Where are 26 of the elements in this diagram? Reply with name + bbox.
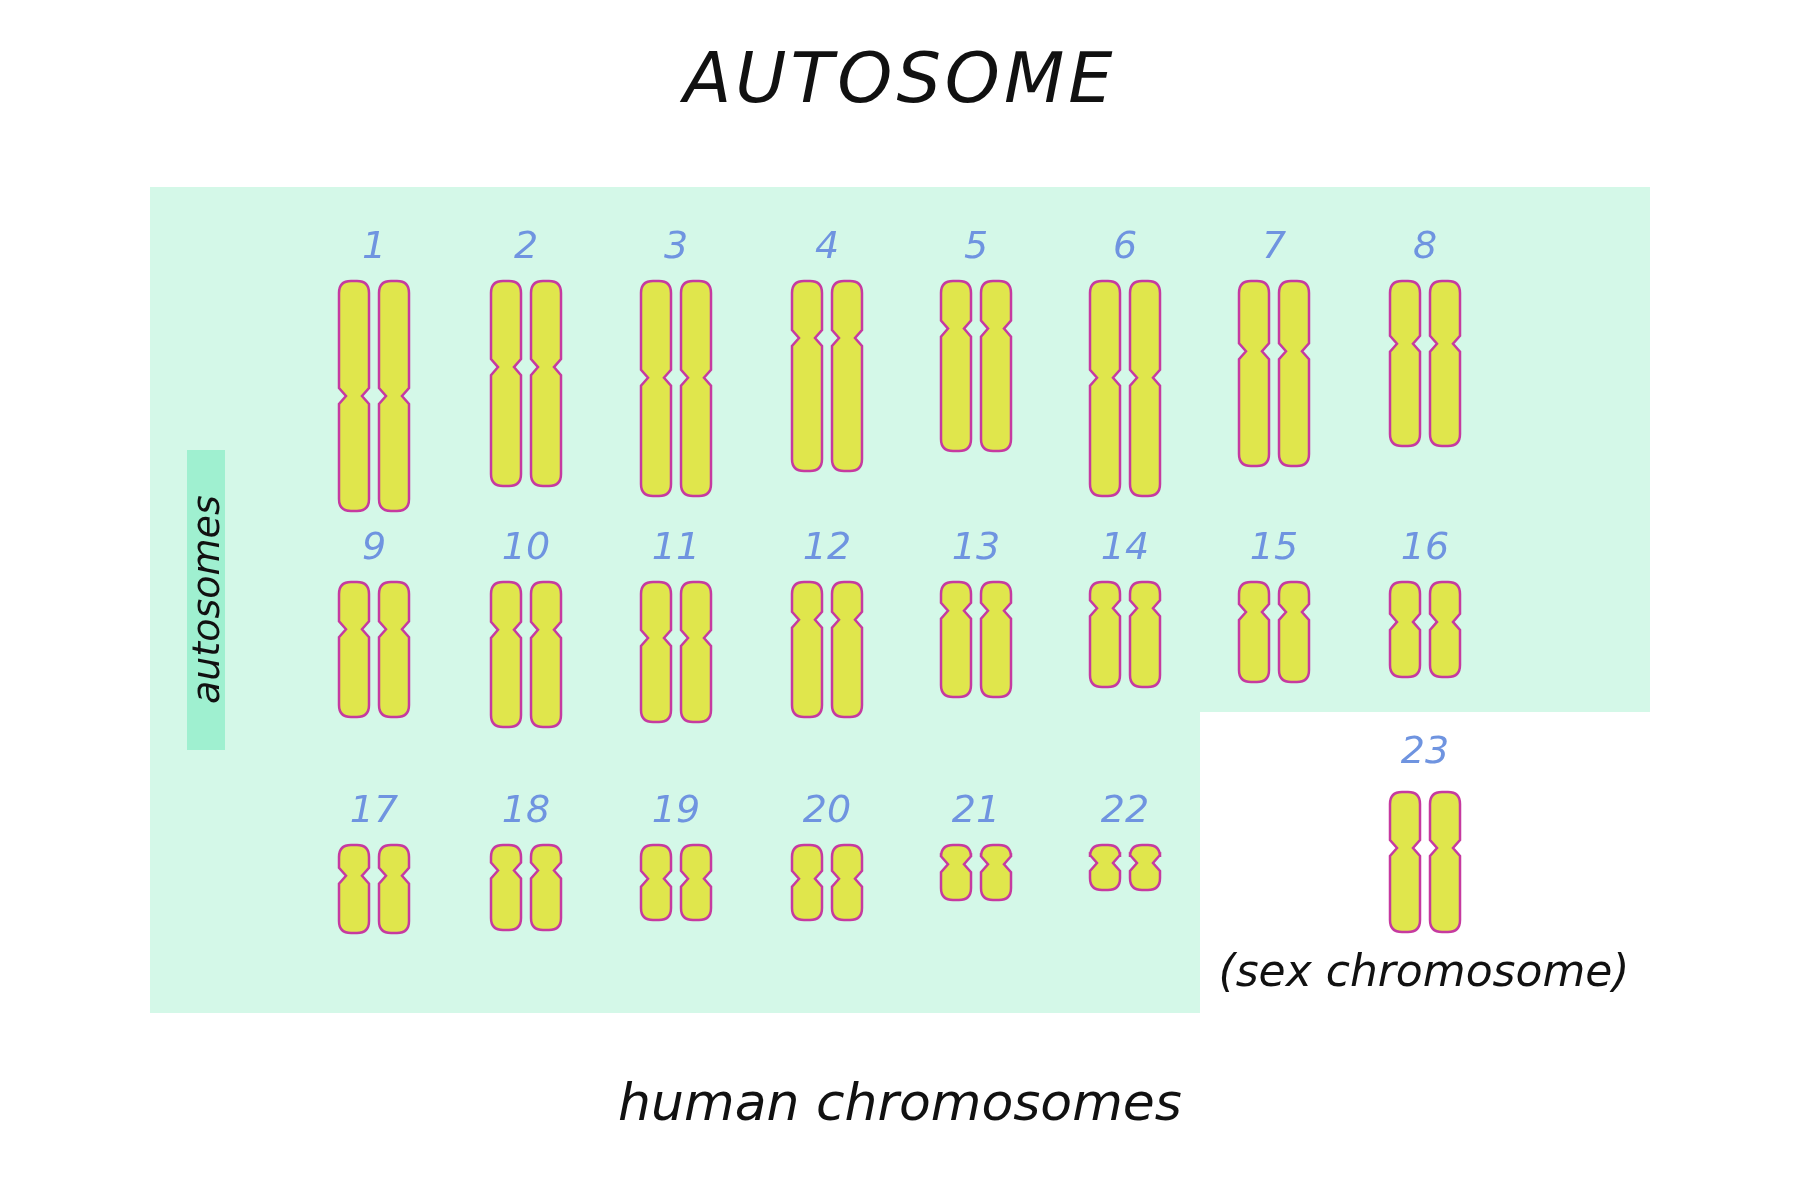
chromosome-number: 11 xyxy=(651,524,701,568)
chromosome-number: 5 xyxy=(963,223,989,267)
chromosome-number: 6 xyxy=(1112,223,1138,267)
chromosome-number: 12 xyxy=(802,524,852,568)
label-tag: autosomes xyxy=(187,450,225,750)
note-text: (sex chromosome) xyxy=(1218,944,1630,996)
chromosome-number: 23 xyxy=(1400,728,1450,772)
chromosome-number: 18 xyxy=(501,787,551,831)
chromosome-number: 20 xyxy=(802,787,852,831)
chromosome-number: 3 xyxy=(663,223,689,267)
chromosome-number: 9 xyxy=(361,524,387,568)
chromosome-number: 2 xyxy=(513,223,539,267)
caption: human chromosomes xyxy=(618,1072,1182,1132)
chromosome-number: 14 xyxy=(1100,524,1150,568)
chromosome-number: 8 xyxy=(1412,223,1438,267)
chromosome-number: 4 xyxy=(814,223,840,267)
chromosome-number: 17 xyxy=(349,787,399,831)
chromosome-number: 7 xyxy=(1261,223,1287,267)
chromosome-number: 10 xyxy=(501,524,551,568)
chromosome-number: 19 xyxy=(651,787,701,831)
chromosome-number: 15 xyxy=(1249,524,1299,568)
chromosome-number: 21 xyxy=(951,787,1001,831)
chromosome-number: 1 xyxy=(361,223,387,267)
chromosome-number: 16 xyxy=(1400,524,1450,568)
chromosome-number: 13 xyxy=(951,524,1001,568)
chromosome-number: 22 xyxy=(1100,787,1150,831)
